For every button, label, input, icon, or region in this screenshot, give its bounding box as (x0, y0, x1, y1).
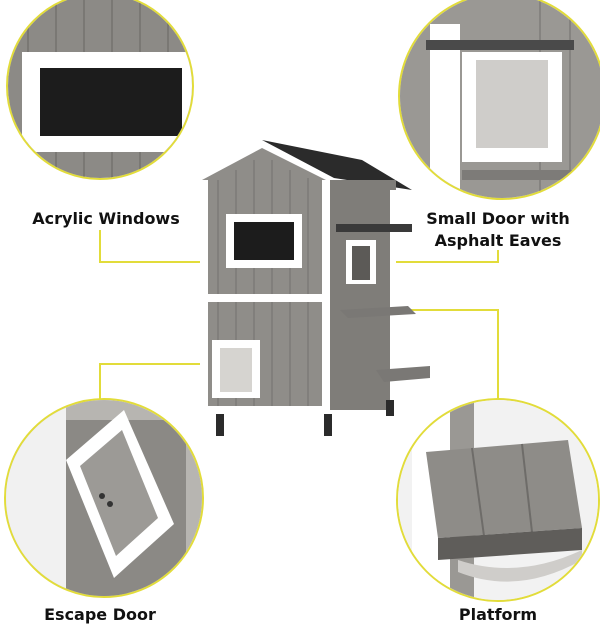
leader-platform (405, 309, 499, 420)
callout-small-door-line2: Asphalt Eaves (434, 231, 562, 250)
platform-board (426, 440, 582, 538)
leader-escape-door (99, 363, 216, 402)
leader-small-door (372, 250, 499, 263)
acrylic-pane (40, 68, 182, 136)
small-door-detail-circle (398, 0, 600, 200)
door-opening (476, 60, 548, 148)
leader-acrylic-windows (99, 230, 230, 263)
platform-upper (340, 306, 416, 318)
asphalt-roof (262, 140, 412, 190)
cat-house-image (180, 130, 430, 450)
window-detail-circle (6, 0, 194, 180)
asphalt-eave (426, 40, 574, 50)
platform-lower (376, 366, 430, 382)
callout-acrylic-windows: Acrylic Windows (32, 209, 180, 228)
callout-platform: Platform (458, 605, 538, 624)
escape-door-detail-circle (4, 398, 204, 598)
callout-small-door-line1: Small Door with (426, 209, 570, 228)
platform-detail-circle (396, 398, 600, 602)
callout-escape-door: Escape Door (44, 605, 156, 624)
